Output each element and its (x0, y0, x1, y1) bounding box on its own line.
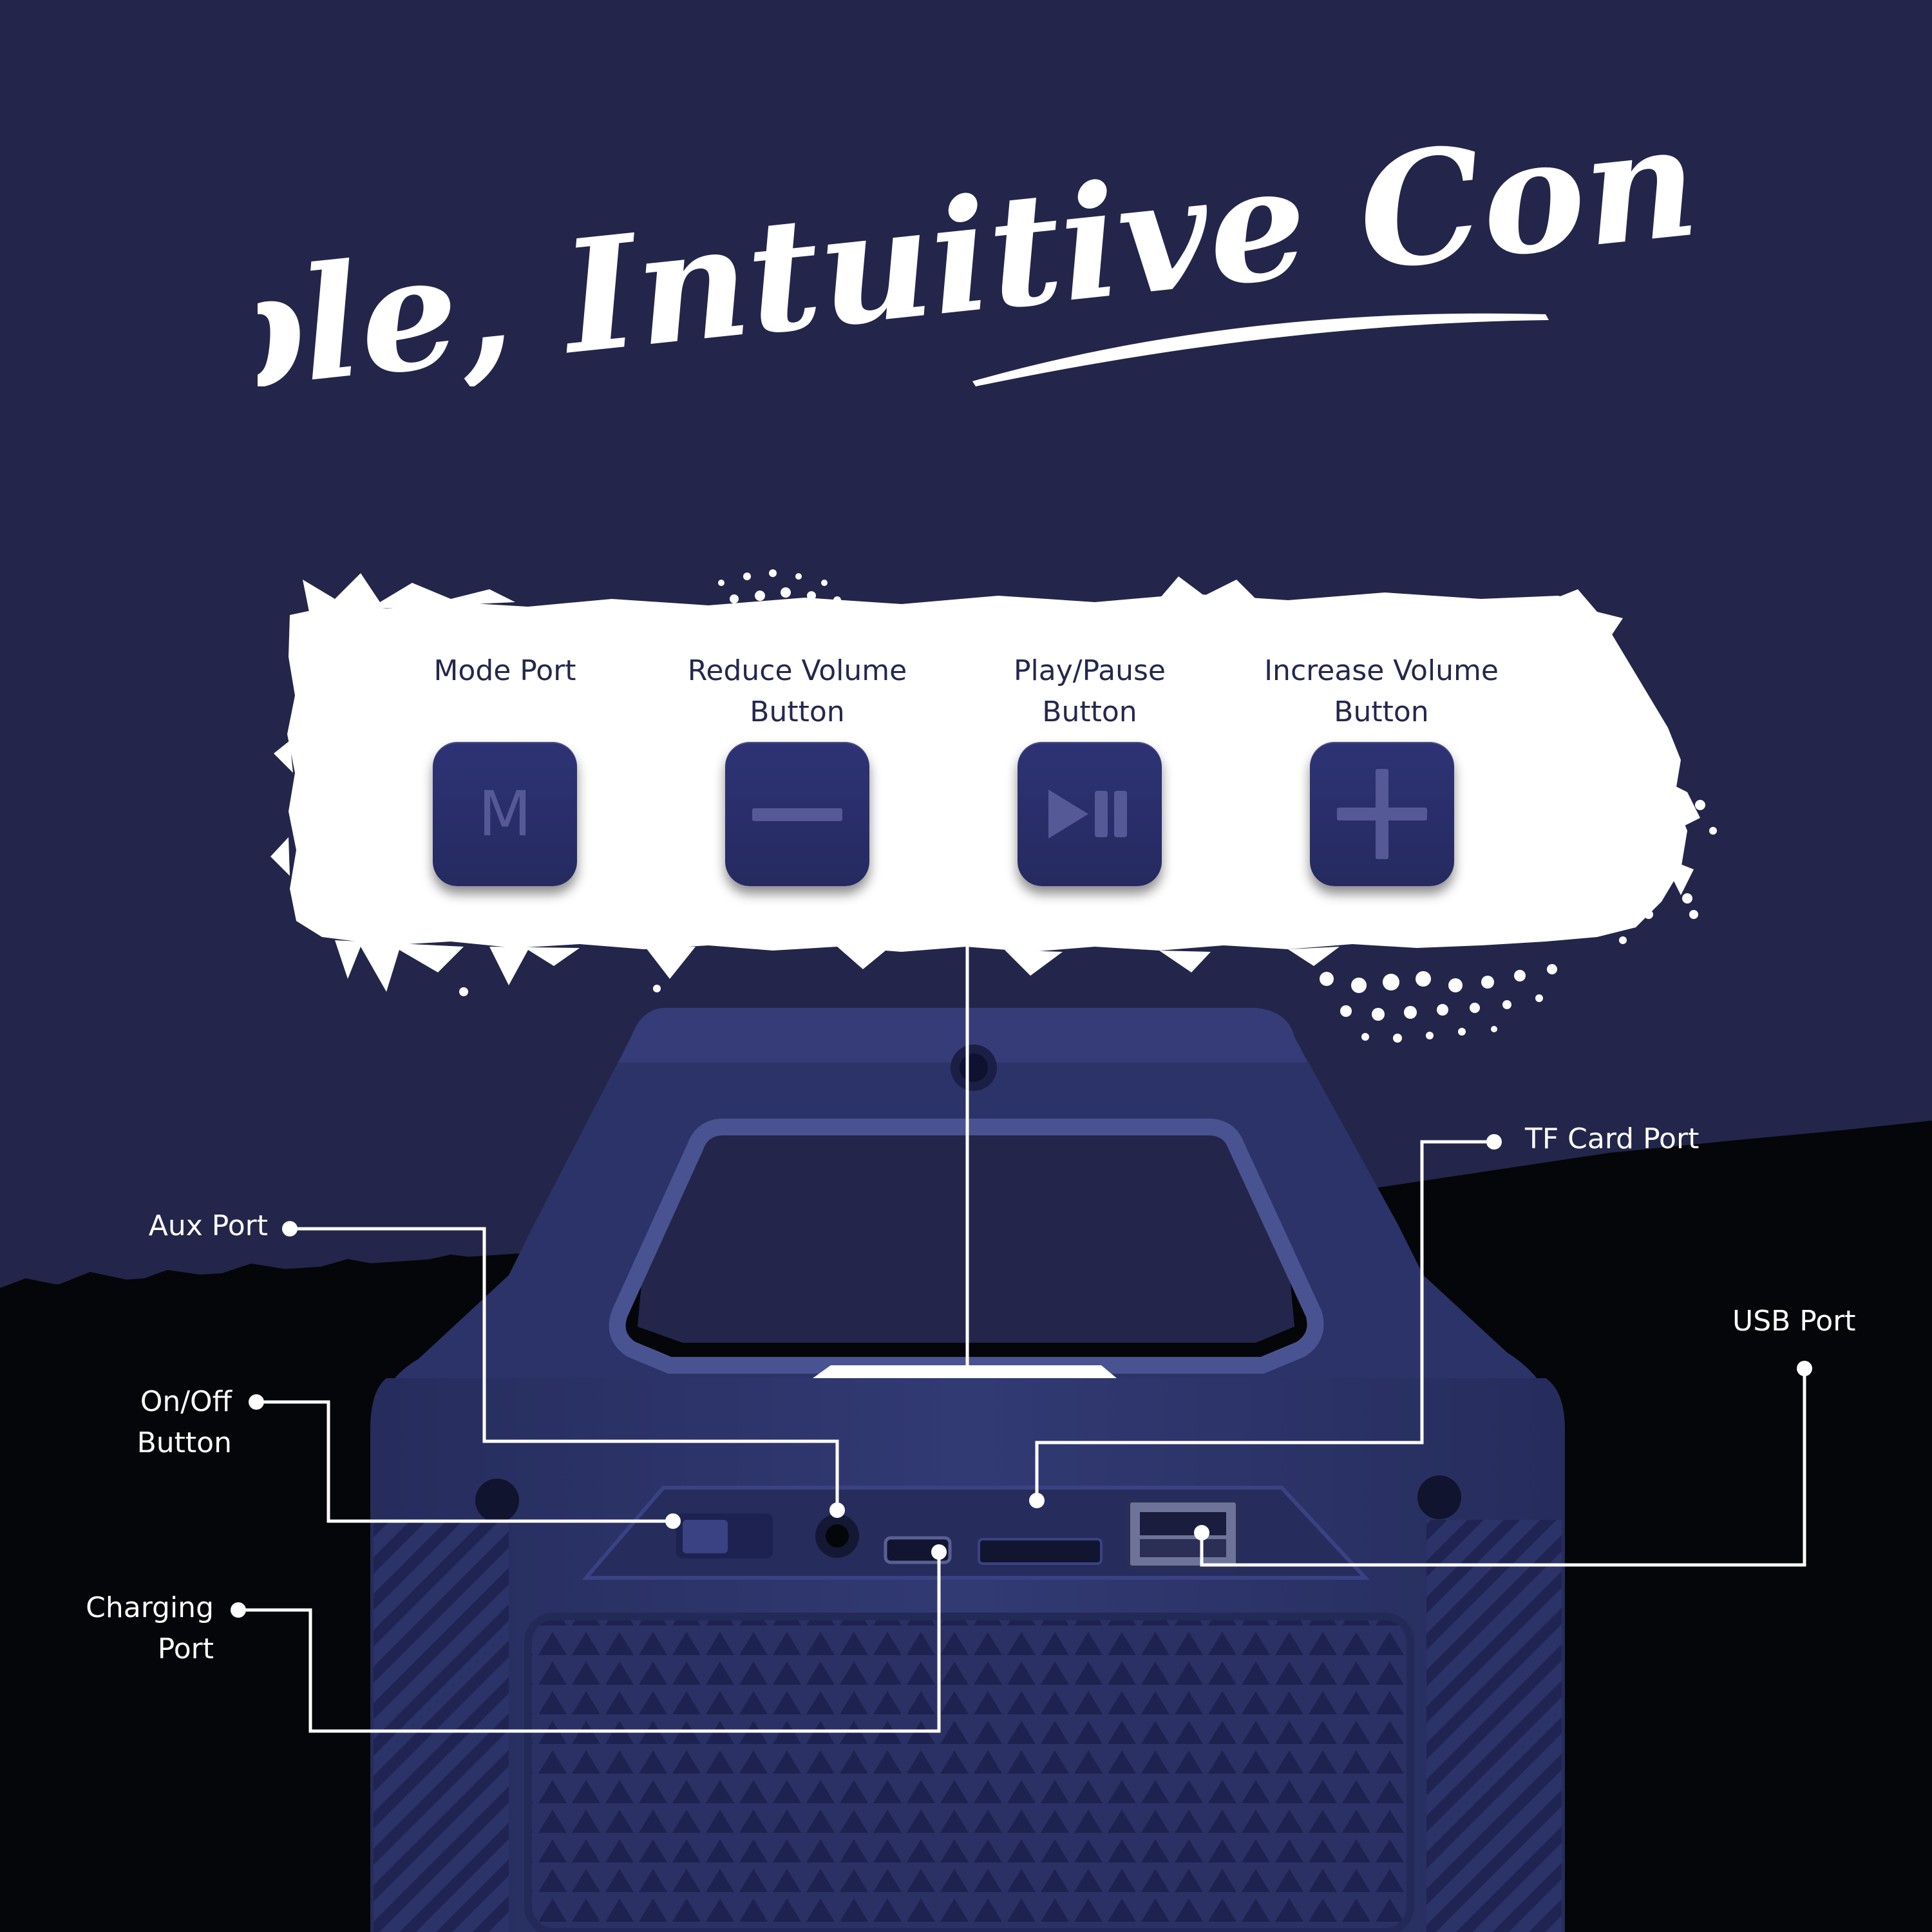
reduce-volume-button (725, 742, 869, 886)
svg-text:Simple, Intuitive Controls: Simple, Intuitive Controls (258, 90, 1700, 386)
increase-volume-button (1310, 742, 1454, 886)
minus-icon (752, 808, 842, 821)
increase-volume-label: Increase Volume Button (1264, 654, 1499, 728)
mode-port-label: Mode Port (433, 654, 576, 687)
on-off-button-label: On/Off Button (137, 1385, 232, 1459)
play-pause-icon (1048, 790, 1127, 838)
tf-card-port-label: TF Card Port (1525, 1122, 1700, 1155)
usb-port-label: USB Port (1732, 1305, 1856, 1338)
reduce-volume-label: Reduce Volume Button (687, 654, 907, 728)
aux-port-label: Aux Port (148, 1209, 268, 1242)
title-underline (972, 313, 1549, 386)
play-pause-button (1018, 742, 1162, 886)
mode-m-icon: M (478, 778, 532, 850)
mode-button: M (433, 742, 577, 886)
page-title: Simple, Intuitive Controls (258, 90, 1700, 386)
play-pause-label: Play/Pause Button (1014, 654, 1166, 728)
charging-port-label: Charging Port (86, 1591, 214, 1665)
speaker-grill (524, 1613, 1414, 1932)
plus-icon (1337, 769, 1427, 859)
